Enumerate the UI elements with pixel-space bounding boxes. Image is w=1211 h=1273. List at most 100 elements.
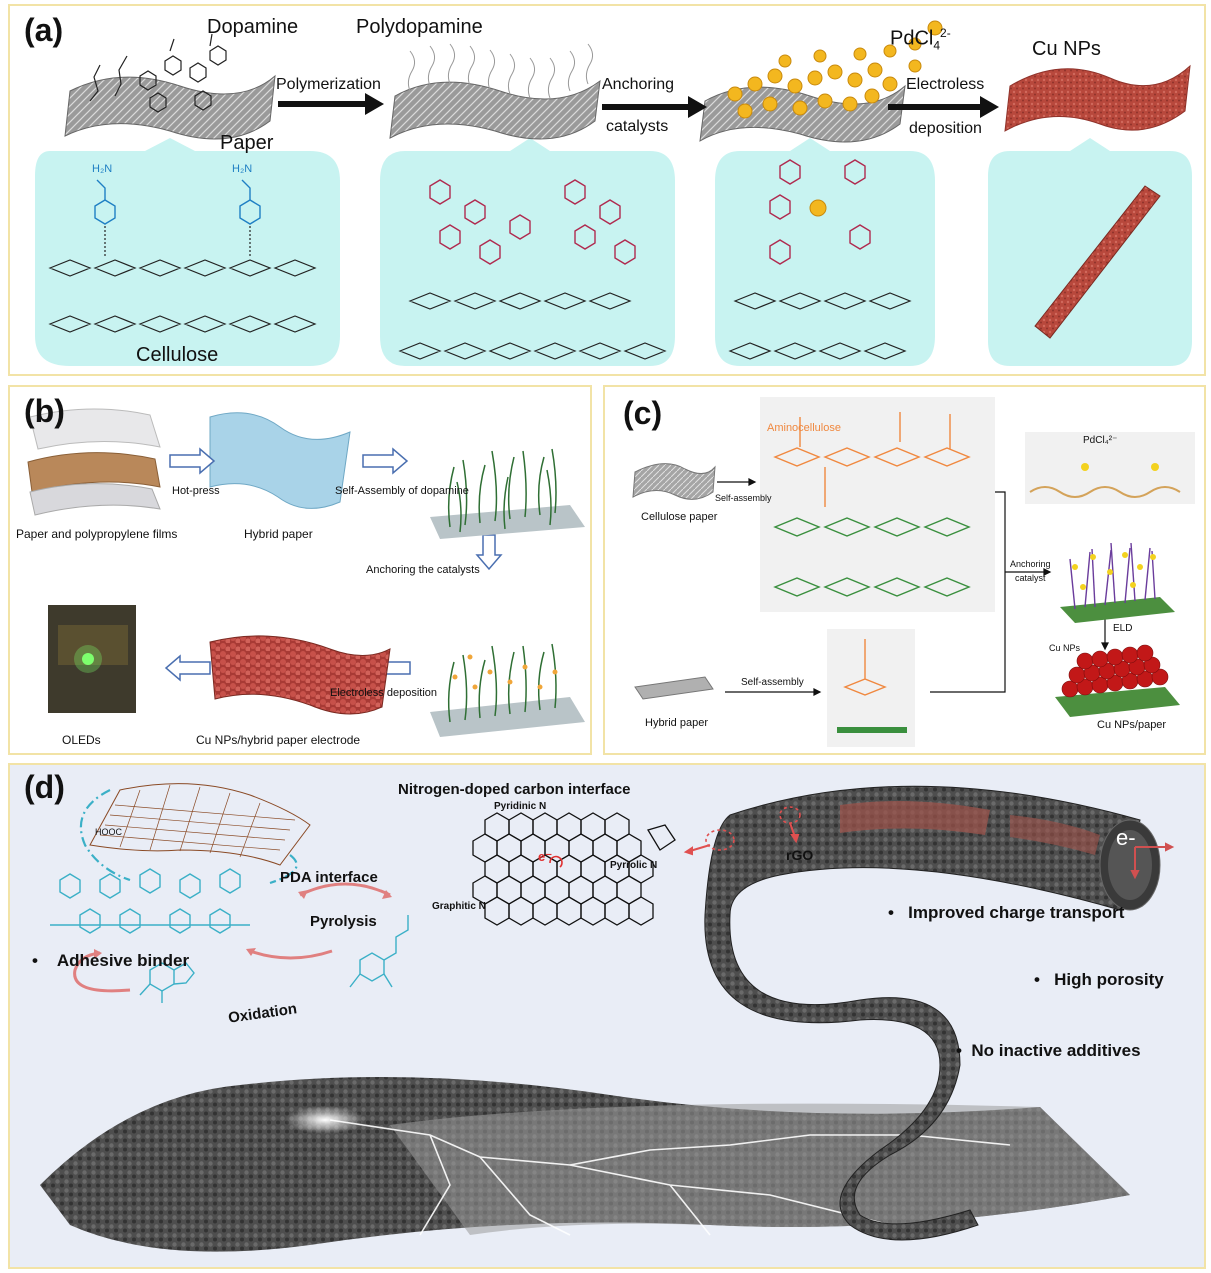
pda-on-cellulose xyxy=(429,179,636,265)
d-tube-electron: e- xyxy=(1116,825,1136,850)
label-deposition: deposition xyxy=(909,120,982,137)
pd-atom xyxy=(809,199,827,217)
indole-molecule xyxy=(139,962,195,1003)
panel-b: (b) Paper and polypropylene films Hot-pr… xyxy=(8,385,592,755)
panel-b-art xyxy=(27,408,585,737)
bubble-3 xyxy=(715,138,935,366)
c-aminocellulose: Aminocellulose xyxy=(767,422,841,434)
pda-polymer xyxy=(50,868,250,934)
b-hybrid-paper: Hybrid paper xyxy=(244,527,313,541)
label-anchoring: Anchoring xyxy=(602,76,675,93)
hybrid-sheet xyxy=(209,412,351,509)
c-eld: ELD xyxy=(1113,623,1133,634)
panel-d-art xyxy=(40,783,1175,1252)
cellulose-chain-2 xyxy=(398,292,667,360)
cellulose-chain-1 xyxy=(48,226,317,333)
cu-sheet xyxy=(1004,64,1191,132)
d-no-inactive-text: No inactive additives xyxy=(971,1041,1141,1060)
label-cu-nps: Cu NPs xyxy=(1032,38,1101,60)
panel-a-label: (a) xyxy=(24,12,64,48)
oxidation-arrow xyxy=(249,949,333,960)
pda-sheet xyxy=(389,79,601,140)
c-pd-chain xyxy=(1029,486,1181,498)
process-arrows xyxy=(278,93,999,118)
label-polymerization: Polymerization xyxy=(276,76,381,93)
d-adhesive-text: Adhesive binder xyxy=(56,951,190,970)
c-brushes xyxy=(1069,542,1156,610)
bubble-1 xyxy=(35,138,340,366)
panel-d-label: (d) xyxy=(24,769,65,805)
b-electrode: Cu NPs/hybrid paper electrode xyxy=(196,733,361,747)
d-pyrolysis: Pyrolysis xyxy=(310,913,377,930)
dopamine-sketch xyxy=(89,33,227,113)
rgo-tube xyxy=(704,785,1141,1241)
rgo-patches xyxy=(840,801,990,835)
b-catalysts xyxy=(452,654,558,690)
b-electroless: Electroless deposition xyxy=(330,687,438,699)
pd-anchored-molecules xyxy=(769,159,871,265)
pd-particles xyxy=(727,20,943,119)
b-anchoring: Anchoring the catalysts xyxy=(366,564,480,576)
d-adhesive: • Adhesive binder xyxy=(32,951,190,970)
graphene-sheet xyxy=(89,783,311,866)
panel-a-art: H₂N H₂N xyxy=(35,20,1192,366)
b-self-assembly: Self-Assembly of dopamine xyxy=(335,485,469,497)
svg-text:H₂N: H₂N xyxy=(92,163,112,175)
panel-c: (c) Aminocellulose Cellulose paper Self-… xyxy=(603,385,1206,755)
c-hybrid-base xyxy=(837,727,907,733)
cyan-dashed-loop xyxy=(79,789,298,885)
label-pdcl: PdCl42- xyxy=(890,26,951,53)
pda-chains xyxy=(407,43,594,99)
b-oleds: OLEDs xyxy=(62,733,101,747)
c-catalyst: catalyst xyxy=(1015,573,1046,583)
panel-a: H₂N H₂N xyxy=(8,4,1206,376)
cu-np-sheet xyxy=(209,635,391,715)
c-cu-spheres xyxy=(1061,644,1169,698)
bright-region xyxy=(390,1103,1130,1235)
pd-inset-box xyxy=(1025,432,1195,504)
d-improved: • Improved charge transport xyxy=(888,903,1125,922)
oled-light xyxy=(82,653,94,665)
c-hybrid-paper-label: Hybrid paper xyxy=(645,717,708,729)
c-small-molecule xyxy=(843,639,887,696)
cu-fiber xyxy=(1034,185,1161,339)
label-electroless: Electroless xyxy=(906,76,985,93)
c-anchoring: Anchoring xyxy=(1010,559,1051,569)
d-porosity: • High porosity xyxy=(1034,970,1164,989)
b-paper-films: Paper and polypropylene films xyxy=(16,527,178,541)
cellulose-chain-3 xyxy=(728,292,912,360)
c-pdcl: PdCl₄²⁻ xyxy=(1083,435,1118,446)
pp-film-top xyxy=(29,408,161,450)
d-graphitic: Graphitic N xyxy=(432,901,486,912)
aminocellulose-box xyxy=(760,397,995,612)
dopamine-molecule xyxy=(349,915,409,988)
d-pda-interface: PDA interface xyxy=(280,869,378,886)
c-anchored-plate xyxy=(1060,597,1175,623)
c-cu-nps: Cu NPs xyxy=(1049,643,1081,653)
c-green-rings xyxy=(773,517,971,597)
panel-c-art xyxy=(632,397,1195,747)
label-cellulose: Cellulose xyxy=(136,344,219,366)
n-doped-network xyxy=(472,812,676,926)
grass-1 xyxy=(447,448,557,533)
panel-c-label: (c) xyxy=(623,395,663,431)
panel-b-label: (b) xyxy=(24,393,65,429)
grass-2 xyxy=(447,643,557,723)
grass-plate-1 xyxy=(430,505,585,539)
c-cu-nps-paper: Cu NPs/paper xyxy=(1097,719,1167,731)
bubble-2 xyxy=(380,138,675,366)
label-paper: Paper xyxy=(220,132,274,154)
pp-film-bottom xyxy=(29,483,161,516)
d-pyridinic: Pyridinic N xyxy=(494,801,547,812)
binder-loop-arrow xyxy=(73,951,131,993)
d-n-doped: Nitrogen-doped carbon interface xyxy=(398,781,631,798)
label-catalysts: catalysts xyxy=(606,118,669,135)
grass-plate-2 xyxy=(430,697,585,737)
d-porosity-text: High porosity xyxy=(1054,970,1164,989)
d-rgo: rGO xyxy=(786,847,814,863)
d-hooc: HOOC xyxy=(95,827,122,837)
c-self-assembly-2: Self-assembly xyxy=(741,677,804,688)
lightning xyxy=(329,1119,1011,1236)
label-polydopamine: Polydopamine xyxy=(356,16,483,38)
pyrolysis-arrow xyxy=(299,882,391,897)
